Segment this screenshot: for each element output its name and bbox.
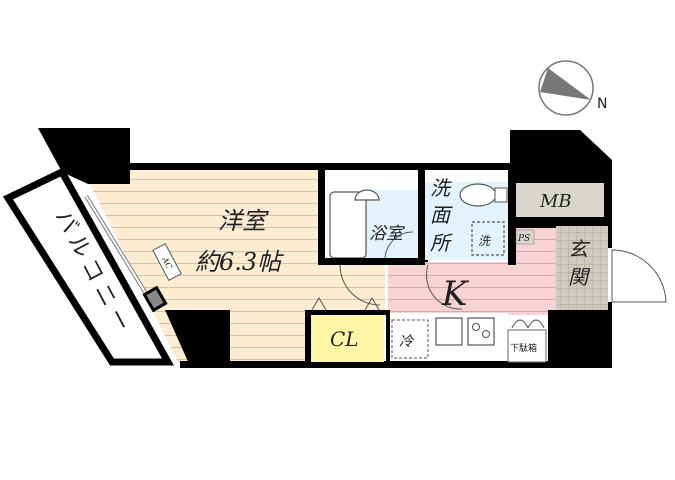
compass-needle-icon [540,68,591,100]
pillar [165,310,230,366]
meter-box [516,183,604,217]
shoe-box [507,329,547,363]
washer-space [471,221,505,256]
air-conditioner: AC [152,243,182,281]
compass: N [538,60,607,116]
kitchen [388,265,556,315]
compass-north-label: N [597,96,607,112]
fridge-space [391,319,429,359]
western-room-label: 洋室 [218,207,269,235]
sink-icon [435,317,463,346]
closet-label: CL [330,327,359,351]
kitchen-label: K [441,274,470,314]
fridge-label: 冷 [399,334,415,350]
entrance [556,226,608,310]
western-room-floor [82,168,320,366]
bathroom-label: 浴室 [369,224,406,244]
washroom [425,170,510,260]
washroom-label-3: 所 [430,231,453,255]
washroom-label-1: 洗 [430,176,452,200]
stove-icon [467,317,495,346]
washer-label: 洗 [478,234,492,248]
washroom-label-2: 面 [430,203,453,227]
entrance-door [611,249,667,303]
shoe-box-label: 下駄箱 [510,342,537,354]
bathtub-icon [329,191,367,259]
closet [308,312,384,362]
pipe-space-label: PS [517,234,530,244]
western-room-size: 約6.3帖 [195,248,284,276]
pillar [38,128,130,184]
balcony [2,167,174,366]
entrance-label-1: 玄 [568,237,591,261]
toilet-icon [459,183,497,207]
bath-sink-icon [354,189,380,201]
entrance-label-2: 関 [568,265,591,289]
meter-box-label: MB [539,191,572,212]
